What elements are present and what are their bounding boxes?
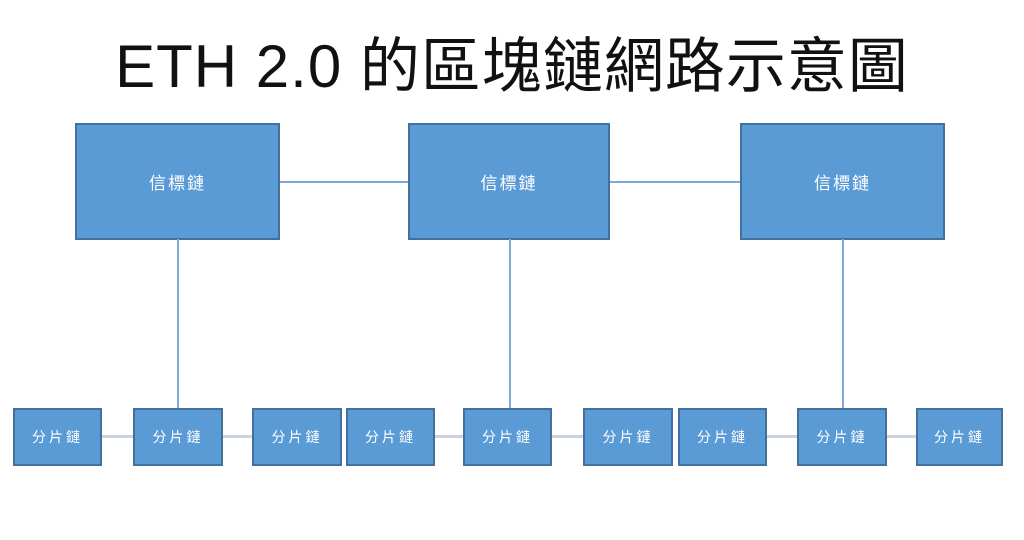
- beacon-node-label: 信標鏈: [480, 174, 538, 193]
- shard-node-label: 分片鏈: [152, 429, 204, 445]
- shard-node-1: 分片鏈: [13, 408, 102, 466]
- shard-node-label: 分片鏈: [816, 429, 868, 445]
- connector-shard5-shard6: [552, 435, 583, 438]
- shard-node-2: 分片鏈: [133, 408, 223, 466]
- connector-shard1-shard2: [102, 435, 133, 438]
- connector-beacon3-shard8: [842, 239, 844, 408]
- beacon-node-2: 信標鏈: [408, 123, 610, 240]
- shard-node-label: 分片鏈: [934, 429, 985, 445]
- shard-node-4: 分片鏈: [346, 408, 435, 466]
- connector-beacon1-shard2: [177, 239, 179, 408]
- connector-beacon2-beacon3: [610, 181, 740, 183]
- shard-node-9: 分片鏈: [916, 408, 1003, 466]
- beacon-node-1: 信標鏈: [75, 123, 280, 240]
- shard-node-7: 分片鏈: [678, 408, 767, 466]
- beacon-node-3: 信標鏈: [740, 123, 945, 240]
- shard-node-3: 分片鏈: [252, 408, 342, 466]
- connector-shard8-shard9: [887, 435, 916, 438]
- shard-node-label: 分片鏈: [602, 429, 654, 445]
- connector-shard2-shard3: [223, 435, 252, 438]
- shard-node-8: 分片鏈: [797, 408, 887, 466]
- connector-beacon1-beacon2: [280, 181, 408, 183]
- shard-node-label: 分片鏈: [271, 429, 323, 445]
- connector-shard4-shard5: [435, 435, 463, 438]
- diagram-title: ETH 2.0 的區塊鏈網路示意圖: [115, 33, 909, 100]
- shard-node-label: 分片鏈: [365, 429, 416, 445]
- connector-shard7-shard8: [767, 435, 797, 438]
- shard-node-label: 分片鏈: [697, 429, 748, 445]
- shard-node-5: 分片鏈: [463, 408, 552, 466]
- connector-beacon2-shard5: [509, 239, 511, 408]
- shard-node-6: 分片鏈: [583, 408, 673, 466]
- beacon-node-label: 信標鏈: [814, 174, 871, 193]
- beacon-node-label: 信標鏈: [149, 174, 206, 193]
- shard-node-label: 分片鏈: [32, 429, 83, 445]
- shard-node-label: 分片鏈: [482, 429, 533, 445]
